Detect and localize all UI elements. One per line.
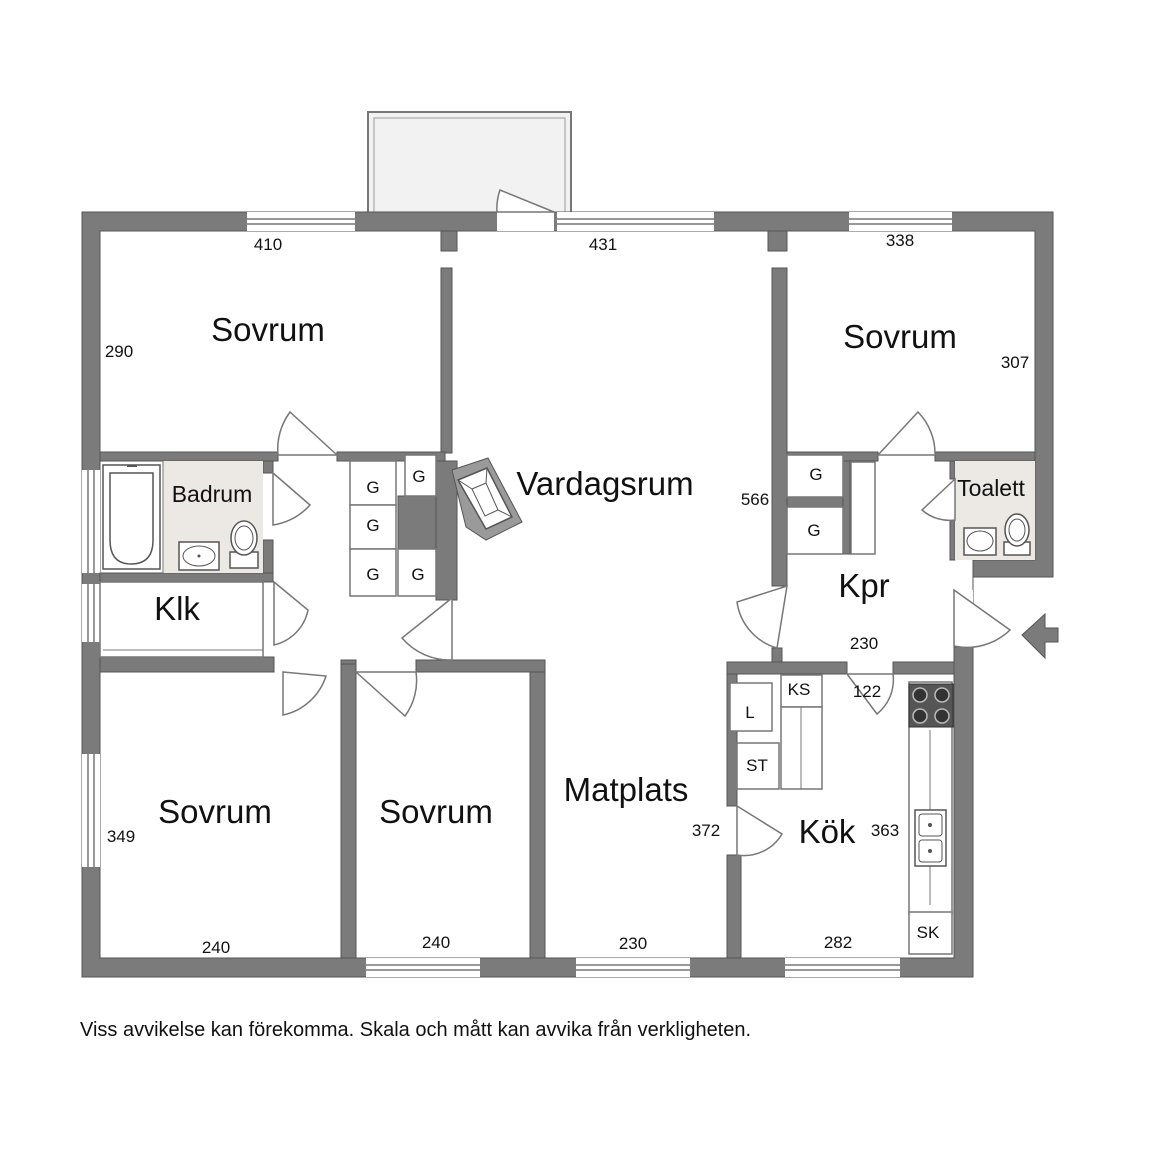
wardrobe — [404, 454, 437, 497]
dimension-label: 240 — [202, 938, 230, 957]
dimension-label: 240 — [422, 933, 450, 952]
window-left-klk — [82, 584, 100, 642]
window-bottom-bedroom — [366, 958, 480, 977]
pantry-label: ST — [746, 756, 768, 775]
dimension-label: 566 — [741, 490, 769, 509]
bathtub-icon — [102, 464, 161, 570]
sink-icon — [178, 541, 220, 571]
wardrobe-label: G — [366, 565, 379, 584]
wardrobes-left — [349, 454, 437, 597]
dimension-label: 349 — [107, 827, 135, 846]
coat-closet — [850, 461, 876, 555]
dimension-label: 290 — [105, 342, 133, 361]
dimension-label: 122 — [853, 682, 881, 701]
wardrobe — [349, 504, 397, 550]
klk-shelf — [99, 581, 264, 658]
room-label-sovrum: Sovrum — [379, 793, 493, 830]
dimension-label: 410 — [254, 235, 282, 254]
dimension-label: 338 — [886, 231, 914, 250]
fridge-label: KS — [788, 680, 811, 699]
dimension-label: 431 — [589, 235, 617, 254]
dimension-label: 307 — [1001, 353, 1029, 372]
interior-walls — [99, 230, 1036, 959]
window-bottom-kitchen — [785, 958, 900, 977]
window-left-bedroom — [82, 754, 100, 867]
pantry-label: L — [745, 703, 754, 722]
wardrobe — [786, 454, 844, 498]
room-label-sovrum: Sovrum — [158, 793, 272, 830]
toilet-icon — [1003, 513, 1031, 556]
dimension-label: 363 — [871, 821, 899, 840]
stove-icon — [908, 683, 954, 728]
wardrobe-label: G — [366, 478, 379, 497]
pantry-st — [736, 742, 780, 790]
window-top-left — [247, 212, 355, 231]
fireplace-icon — [451, 457, 523, 541]
room-label-kok: Kök — [799, 813, 856, 850]
pantry-l — [729, 682, 773, 732]
entrance-arrow-icon — [1021, 612, 1059, 660]
room-label-badrum: Badrum — [172, 481, 253, 507]
wardrobe — [786, 506, 844, 555]
room-label-toalett: Toalett — [957, 475, 1025, 501]
wardrobe-label: G — [807, 521, 820, 540]
room-label-vardagsrum: Vardagsrum — [516, 465, 693, 502]
window-left-bath — [82, 470, 100, 573]
room-label-kpr: Kpr — [838, 567, 889, 604]
balcony-door-opening — [497, 212, 554, 231]
toilet-sink-icon — [963, 527, 997, 556]
window-bottom-dining — [576, 958, 690, 977]
room-label-klk: Klk — [154, 590, 200, 627]
wardrobe — [397, 548, 437, 597]
cabinet-sk — [908, 911, 953, 955]
dimension-label: 372 — [692, 821, 720, 840]
kitchen-sink-icon — [914, 809, 947, 867]
wardrobe-label: G — [366, 516, 379, 535]
disclaimer-text: Viss avvikelse kan förekomma. Skala och … — [80, 1019, 752, 1041]
wardrobe-label: G — [809, 465, 822, 484]
cabinet-label: SK — [917, 923, 940, 942]
dimension-label: 230 — [850, 634, 878, 653]
room-label-matplats: Matplats — [564, 771, 689, 808]
wardrobe-label: G — [412, 467, 425, 486]
dimension-label: 230 — [619, 934, 647, 953]
wardrobes-right — [786, 454, 876, 555]
wardrobe — [349, 460, 397, 506]
room-label-sovrum: Sovrum — [843, 318, 957, 355]
room-label-sovrum: Sovrum — [211, 311, 325, 348]
door-swings — [272, 189, 1012, 857]
dimension-label: 282 — [824, 933, 852, 952]
balcony — [367, 111, 572, 215]
wardrobe — [349, 548, 397, 597]
window-top-mid — [557, 212, 714, 231]
wardrobe-label: G — [411, 565, 424, 584]
toilet-icon — [229, 520, 259, 569]
window-top-right — [849, 212, 952, 231]
